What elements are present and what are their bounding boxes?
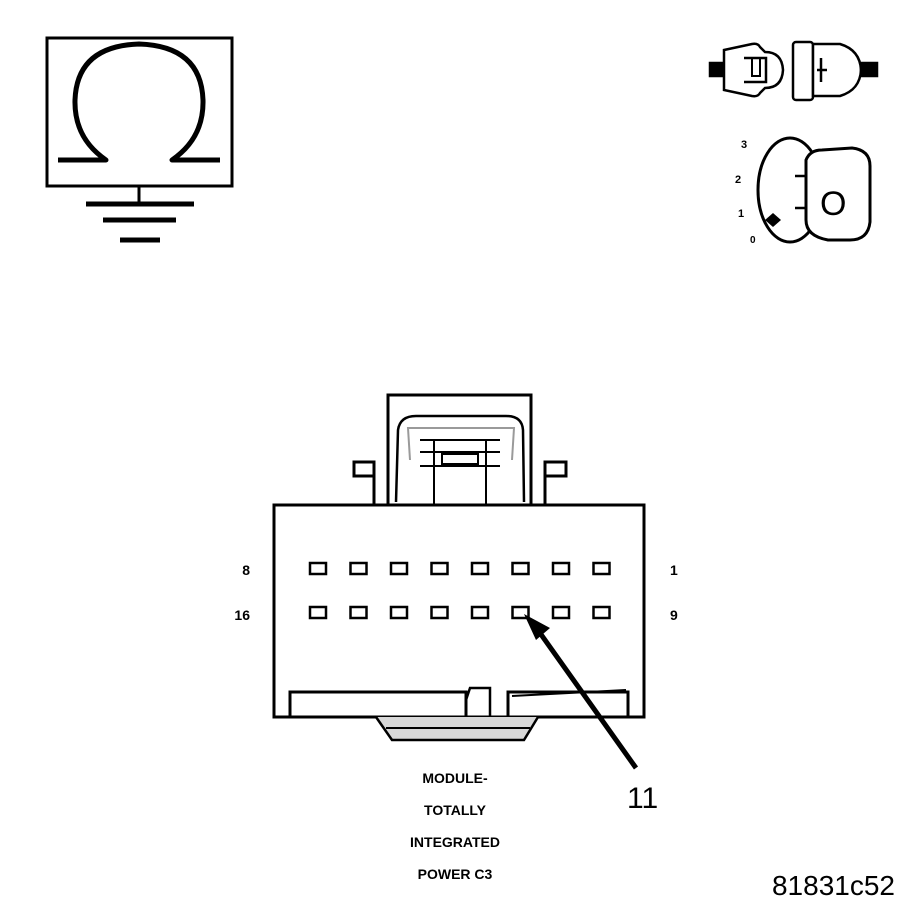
pin-cavity-2 — [551, 561, 571, 576]
connector-housing — [272, 393, 646, 742]
ignition-off-icon: 3 2 1 0 O — [735, 136, 872, 246]
pin-cavity-12 — [470, 605, 490, 620]
row1-left-pin-label: 8 — [242, 562, 250, 578]
ignition-position-2: 2 — [735, 174, 741, 186]
ignition-position-0: 0 — [750, 235, 756, 246]
pin-cavity-11 — [511, 605, 530, 620]
pin-cavity-4 — [470, 561, 490, 576]
pin-cavity-9 — [592, 605, 611, 620]
connector-disconnect-icon — [708, 40, 879, 102]
pin-cavity-15 — [349, 605, 368, 620]
pin-row-bottom — [308, 605, 611, 620]
ignition-position-1: 1 — [738, 208, 744, 220]
pin-cavity-3 — [511, 561, 530, 576]
caption-line-2: TOTALLY — [424, 802, 487, 818]
pin-cavity-1 — [592, 561, 611, 576]
pin-callout-arrow — [524, 614, 639, 770]
row2-right-pin-label: 9 — [670, 607, 678, 623]
pin-cavity-13 — [430, 605, 449, 620]
pin-cavity-10 — [551, 605, 571, 620]
pin-cavity-6 — [389, 561, 409, 576]
ignition-position-3: 3 — [741, 139, 747, 151]
caption-line-3: INTEGRATED — [410, 834, 500, 850]
pin-cavity-5 — [430, 561, 449, 576]
row2-left-pin-label: 16 — [234, 607, 250, 623]
pin-row-top — [308, 561, 611, 576]
row1-right-pin-label: 1 — [670, 562, 678, 578]
pin-cavity-8 — [308, 561, 328, 576]
caption-line-1: MODULE- — [422, 770, 488, 786]
figure-id: 81831c52 — [772, 870, 895, 901]
caption-line-4: POWER C3 — [418, 866, 493, 882]
pin-cavity-16 — [308, 605, 328, 620]
ignition-key-letter: O — [820, 185, 846, 223]
callout-pin-number: 11 — [627, 782, 658, 815]
ohmmeter-ground-icon — [45, 36, 234, 243]
pin-cavity-14 — [389, 605, 409, 620]
pin-cavity-7 — [349, 561, 368, 576]
